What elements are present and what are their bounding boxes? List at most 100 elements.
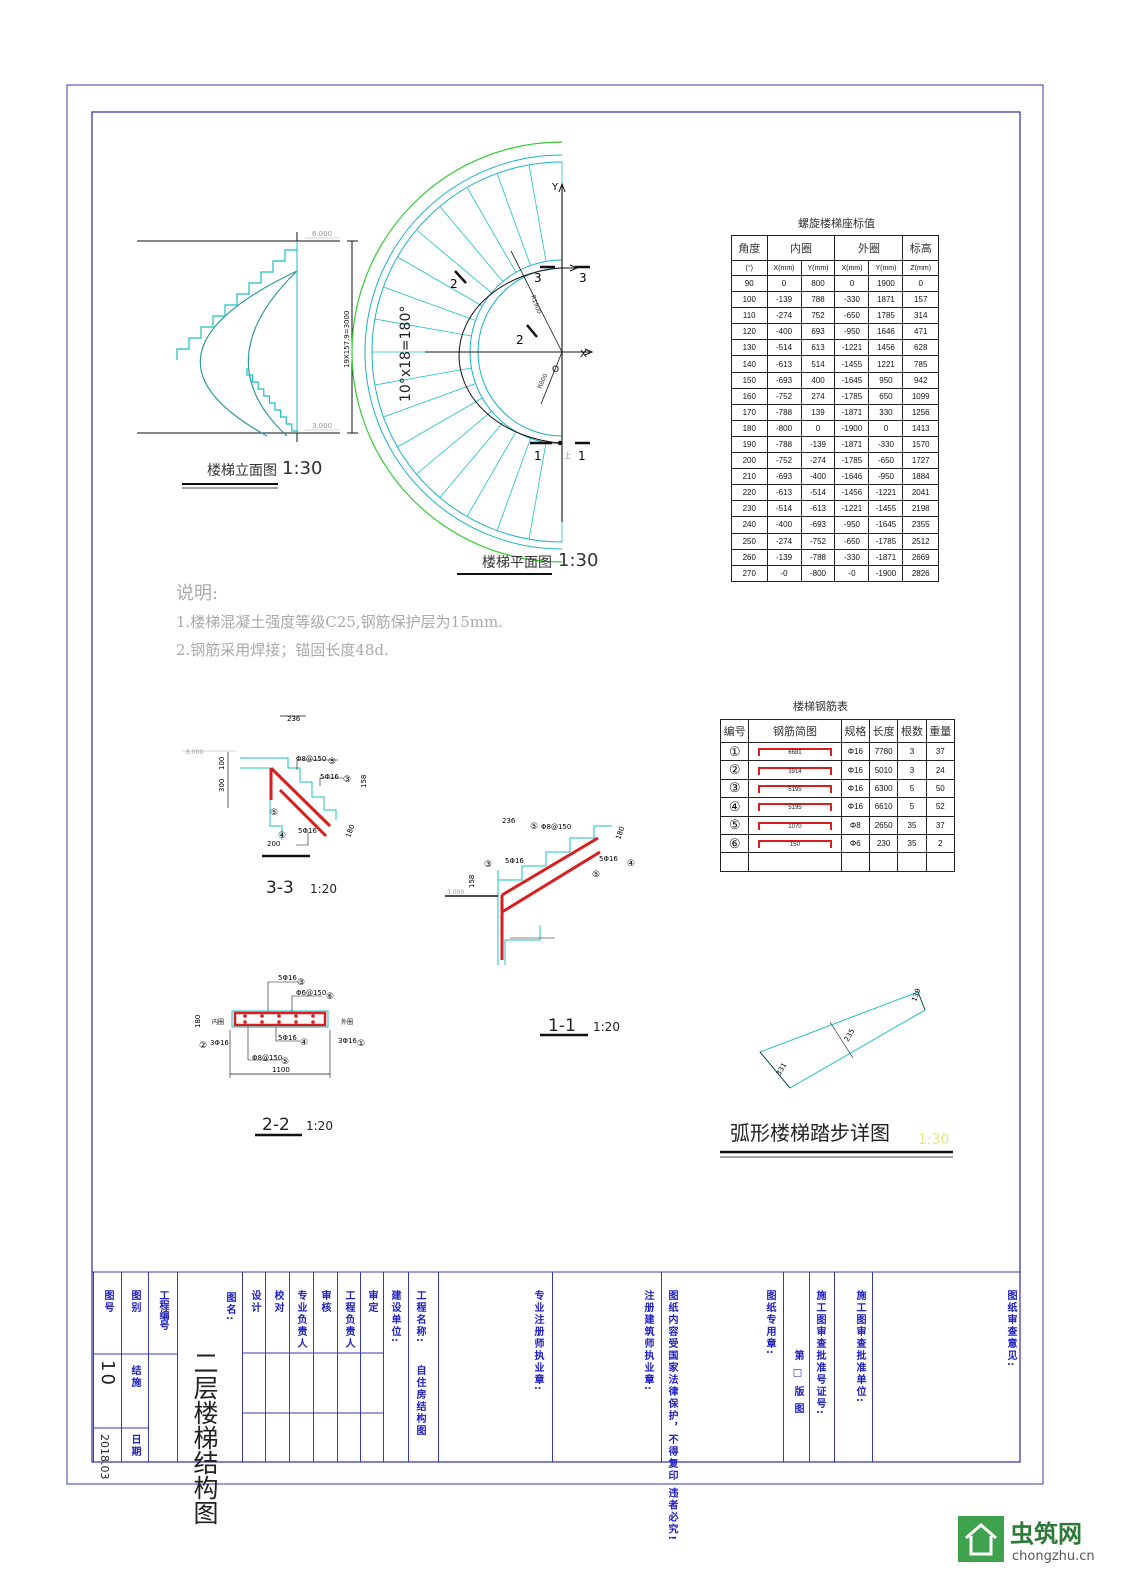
engineer-seal-label: 专业注册师执业章: [532, 1290, 543, 1392]
rebar-shape: 150 [748, 833, 842, 854]
section-1-1 [445, 825, 612, 1037]
bar-mark: ⑤ [281, 1057, 289, 1067]
table-cell: 471 [902, 323, 939, 341]
table-cell: -693 [800, 516, 836, 534]
header-outer: 外圈 [834, 235, 904, 261]
tread-line [496, 173, 531, 266]
rebar-shape-sketch: 150 [757, 840, 832, 849]
table-cell: 220 [731, 484, 768, 502]
stair-elevation [137, 232, 358, 489]
bar-mark: ③ [484, 860, 492, 870]
table-cell: 1785 [868, 307, 904, 325]
dim-158: 158 [360, 775, 368, 788]
table-cell: -1455 [868, 500, 904, 518]
rebar-length: 6610 [868, 797, 899, 817]
rebar-length: 2650 [868, 815, 899, 835]
table-cell: -1221 [834, 339, 870, 357]
table-cell: -1221 [868, 484, 904, 502]
table-cell: 314 [902, 307, 939, 325]
table-cell: 2355 [902, 516, 939, 534]
tread-line [416, 410, 492, 475]
table-cell: 752 [800, 307, 836, 325]
architect-seal-label: 注册建筑师执业章: [642, 1290, 653, 1392]
table-cell: -139 [766, 291, 802, 309]
table-cell: 1413 [902, 419, 939, 437]
section-mark-3: 3 [579, 271, 587, 285]
bar-mark: ⑤ [530, 822, 538, 832]
y-axis-label: Y [551, 182, 559, 193]
table-cell: -400 [800, 468, 836, 486]
review-unit-label: 施工图审查批准单位: [854, 1290, 865, 1404]
title-block-divider [809, 1272, 810, 1462]
bar-label: 5Φ16 [298, 827, 317, 835]
rebar-spec: Φ8 [840, 815, 870, 835]
table-cell: 650 [868, 387, 904, 405]
section-mark-1: 1 [578, 449, 586, 463]
section-title: 3-3 [266, 878, 294, 898]
rebar-spec: Φ16 [840, 760, 870, 780]
bar-label: 5Φ16 [320, 773, 339, 781]
coordinate-table: 角度 内圈 外圈 标高 (°)X(mm)Y(mm)X(mm)Y(mm)Z(mm)… [731, 235, 939, 582]
role-label: 校对 [272, 1290, 283, 1314]
table-cell: -1785 [834, 452, 870, 470]
dim-300: 300 [218, 779, 226, 792]
dim-236: 236 [502, 817, 516, 825]
table-cell: -613 [800, 500, 836, 518]
rebar-weight: 24 [925, 760, 956, 780]
tread-line [439, 206, 504, 282]
inner-label: 内圈 [212, 1018, 224, 1026]
section-mark-2: 2 [516, 333, 524, 347]
section-scale: 1:20 [306, 1119, 333, 1133]
tread-line [383, 286, 476, 321]
rebar-dot [294, 1014, 298, 1018]
rebar-shape: 5195 [748, 778, 842, 799]
rebar-count: 5 [897, 778, 927, 799]
drawing-name-label: 图名: [224, 1292, 235, 1322]
table-cell: 2669 [902, 548, 939, 566]
table-cell: 0 [902, 274, 939, 293]
stair-plan [351, 141, 594, 575]
table-cell: 2512 [902, 532, 939, 550]
table-cell: -1645 [834, 371, 870, 389]
title-block-divider [783, 1272, 784, 1462]
plan-scale: 1:30 [558, 550, 599, 571]
table-cell: 2041 [902, 484, 939, 502]
bar-mark: ③ [297, 978, 305, 988]
title-block-divider [313, 1272, 314, 1462]
outer-frame [66, 84, 1044, 1485]
title-block-divider [552, 1272, 553, 1462]
table-cell: -0 [766, 564, 802, 582]
rebar-no: ⑥ [719, 833, 750, 854]
title-block-divider [438, 1272, 439, 1462]
angle-dim: 10°x18=180° [398, 306, 414, 402]
rebar-count: 3 [897, 741, 927, 762]
dim-180: 180 [614, 825, 626, 840]
table-cell: -1871 [868, 548, 904, 566]
table-cell: -950 [834, 516, 870, 534]
section-mark-2: 2 [450, 277, 458, 291]
header-cell: 重量 [925, 719, 956, 743]
rebar-spec: Φ6 [840, 833, 870, 854]
dim-331: 331 [775, 1061, 789, 1077]
table-cell: -788 [766, 435, 802, 454]
logo-name: 虫筑网 [1010, 1519, 1082, 1548]
title-block-divider [289, 1272, 290, 1462]
table-cell: 1871 [868, 291, 904, 309]
table-cell: 0 [834, 274, 870, 293]
table-cell: -613 [766, 355, 802, 373]
table-cell: -274 [766, 307, 802, 325]
tread-line [528, 164, 547, 262]
dim-100: 100 [218, 757, 226, 770]
section-mark-1: 1 [534, 449, 542, 463]
title-block-divider [148, 1272, 149, 1462]
header-elevation: 标高 [902, 235, 939, 261]
notes-heading: 说明: [176, 583, 219, 604]
table-cell: 200 [731, 452, 768, 470]
bar-mark: ④ [278, 831, 286, 841]
rebar-shape-sketch: 1070 [757, 821, 832, 830]
